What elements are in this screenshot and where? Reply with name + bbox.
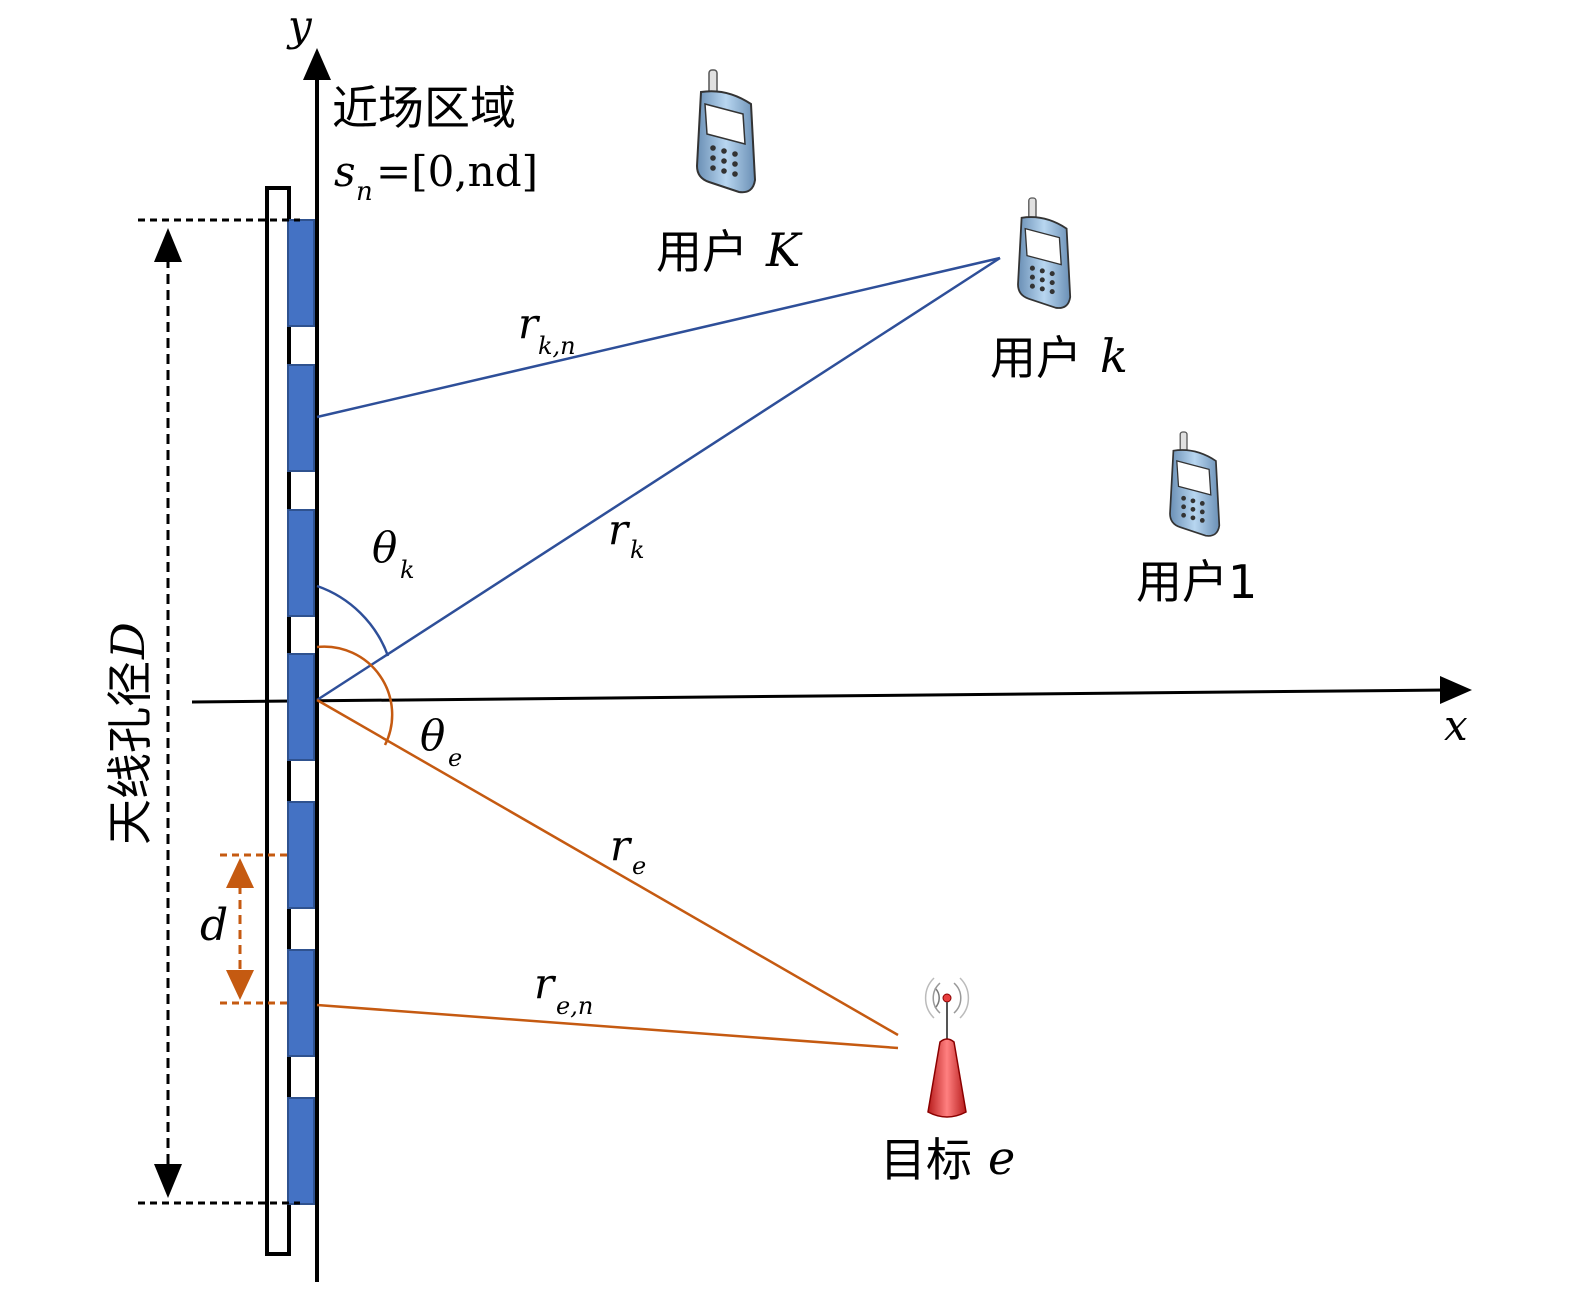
antenna-element [287, 364, 315, 472]
svg-text:s: s [334, 147, 356, 196]
phone-icon [695, 69, 757, 194]
svg-text:k: k [630, 536, 645, 564]
target-label: 目标 e [880, 1131, 1015, 1187]
svg-text:e: e [448, 744, 462, 772]
antenna-element [287, 949, 315, 1057]
svg-text:r: r [608, 505, 631, 554]
r-k-label: r k [608, 505, 645, 564]
antenna-element [287, 219, 315, 327]
svg-text:k: k [400, 556, 415, 584]
arc-theta-k [316, 584, 390, 657]
svg-text:e: e [988, 1131, 1015, 1185]
spacing-label: d [200, 900, 228, 951]
svg-text:θ: θ [420, 711, 445, 760]
svg-text:r: r [534, 959, 557, 1008]
antenna-element [287, 1097, 315, 1205]
theta-e-label: θ e [420, 711, 462, 772]
line-r-k [316, 256, 1001, 702]
svg-text:用户: 用户 [990, 331, 1082, 385]
axis-y-label: y [286, 1, 313, 50]
arc-theta-e [316, 645, 394, 746]
r-en-label: r e,n [534, 959, 593, 1020]
svg-text:k: k [1100, 329, 1128, 383]
svg-text:e,n: e,n [556, 992, 593, 1020]
aperture-marker [138, 218, 300, 1205]
user-k-label: 用户 k [990, 329, 1128, 385]
svg-text:天线孔径: 天线孔径 [103, 661, 157, 845]
phone-icon [1169, 431, 1221, 537]
antenna-element [287, 509, 315, 617]
antenna-element [287, 653, 315, 761]
r-kn-label: r k,n [518, 299, 576, 360]
axis-x-label: x [1444, 701, 1468, 750]
region-title: 近场区域 [332, 81, 516, 135]
line-r-kn [316, 256, 1001, 419]
position-formula: s n =[0,nd] [334, 147, 538, 207]
svg-text:目标: 目标 [880, 1133, 972, 1187]
svg-text:D: D [101, 622, 155, 660]
user-paths [316, 256, 1001, 702]
phone-icon [1017, 197, 1072, 309]
svg-text:K: K [765, 223, 803, 277]
line-r-e [316, 698, 899, 1037]
spacing-marker [220, 853, 290, 1005]
svg-text:e: e [632, 852, 646, 880]
antenna-array-frame [265, 186, 291, 1256]
svg-text:=[0,nd]: =[0,nd] [376, 147, 538, 196]
x-axis [191, 676, 1472, 704]
svg-text:用户: 用户 [656, 225, 748, 279]
antenna-elements [287, 219, 315, 1205]
svg-text:r: r [610, 821, 633, 870]
y-axis [303, 48, 331, 1282]
user-1-label: 用户1 [1136, 555, 1257, 609]
svg-text:k,n: k,n [538, 332, 576, 360]
antenna-element [287, 801, 315, 909]
svg-text:r: r [518, 299, 541, 348]
user-K-label: 用户 K [656, 223, 803, 279]
svg-text:n: n [356, 177, 373, 207]
theta-k-label: θ k [372, 523, 415, 584]
target-paths [316, 645, 899, 1050]
target-antenna-icon [924, 977, 970, 1118]
aperture-label: 天线孔径 D [101, 622, 157, 845]
line-r-en [316, 1003, 899, 1050]
svg-text:θ: θ [372, 523, 397, 572]
r-e-label: r e [610, 821, 646, 880]
